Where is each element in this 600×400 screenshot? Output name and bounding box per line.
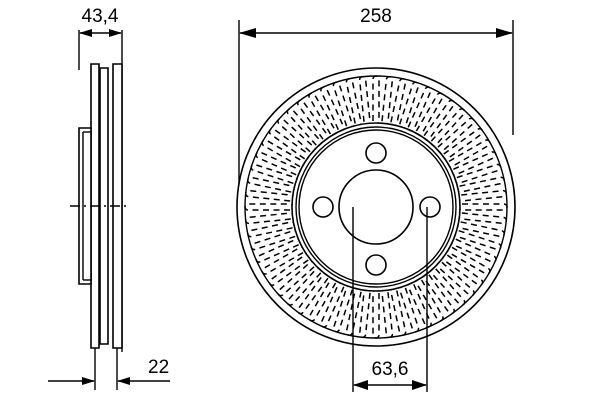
side-section-view: 43,4 22 bbox=[48, 6, 170, 390]
center-bore bbox=[338, 169, 414, 245]
arrowhead-bore-left bbox=[353, 380, 368, 390]
bolt-hole-top bbox=[365, 142, 387, 164]
arrowhead-thickness-left bbox=[82, 377, 95, 385]
dim-label-diameter-bore: 63,6 bbox=[372, 359, 409, 380]
front-view: 258 63,6 bbox=[236, 6, 516, 392]
arrowhead-width-left bbox=[79, 29, 92, 37]
bolt-hole-right bbox=[419, 196, 441, 218]
dim-label-thickness: 22 bbox=[148, 357, 169, 378]
hat-face-circle bbox=[298, 129, 454, 285]
arrowhead-bore-right bbox=[412, 380, 427, 390]
arrowhead-thickness-right bbox=[117, 377, 130, 385]
arrowhead-diameter-right bbox=[496, 28, 513, 38]
hat-outer-circle-inner bbox=[295, 126, 457, 288]
bolt-hole-bottom bbox=[365, 254, 387, 276]
arrowhead-diameter-left bbox=[239, 28, 256, 38]
dim-label-width-overall: 43,4 bbox=[82, 6, 119, 27]
dim-label-diameter-outer: 258 bbox=[360, 6, 392, 27]
arrowhead-width-right bbox=[109, 29, 122, 37]
bolt-hole-left bbox=[312, 196, 334, 218]
